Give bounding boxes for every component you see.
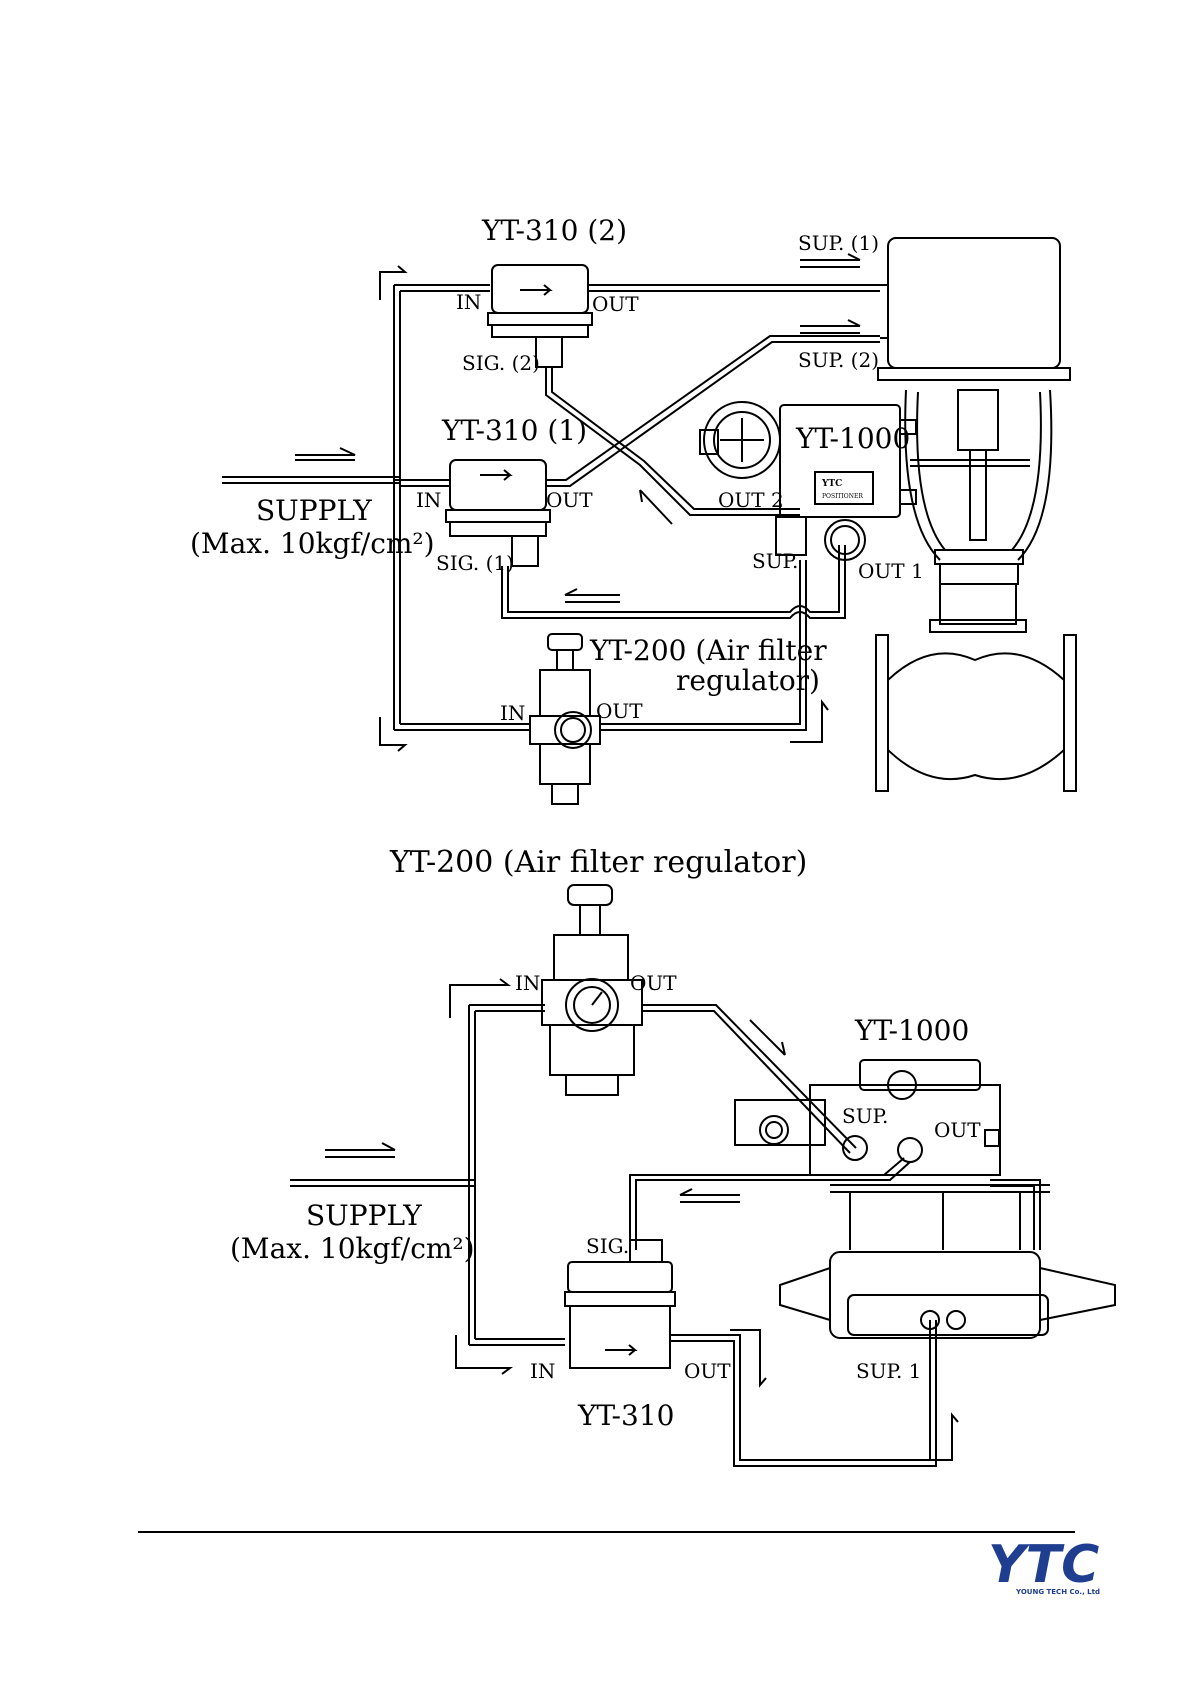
flow-arrow-2-sup1-end	[918, 1412, 959, 1461]
flow-arrow-2-sup1	[730, 1329, 767, 1388]
supply-pipe	[222, 447, 400, 484]
yt1000-sup-label-2: SUP.	[842, 1104, 888, 1128]
actuator	[877, 237, 1071, 585]
diagram-1-split-range	[222, 237, 1077, 805]
flow-arrow-top-left	[379, 265, 408, 300]
yt1000-positioner-2	[734, 1059, 1001, 1176]
yt310-1-sig-label: SIG. (1)	[436, 551, 514, 575]
pipe-sup1-2	[670, 1320, 937, 1467]
yt1000-positioner	[699, 401, 917, 561]
pipe-sup1	[588, 284, 880, 292]
yt200-title-2: YT-200 (Air filter regulator)	[389, 845, 807, 880]
sup1-label-2: SUP. 1	[856, 1359, 921, 1383]
yt310-out-label-2: OUT	[684, 1359, 731, 1383]
yt310-1-in-label: IN	[416, 488, 441, 512]
pipe-sig2	[545, 367, 800, 516]
flow-arrow-sig2	[639, 489, 673, 525]
logo-text: YTC	[988, 1535, 1099, 1595]
yt200-regulator-2	[541, 884, 643, 1096]
yt310-in-label-2: IN	[530, 1359, 555, 1383]
flow-arrow-2-bottom-left	[455, 1335, 513, 1375]
pipe-yt1000-out-2	[629, 1157, 911, 1250]
sup1-label: SUP. (1)	[798, 231, 879, 255]
control-valve-body	[875, 583, 1077, 792]
diagram-2-rotary	[290, 884, 1116, 1467]
manifold-pipe	[393, 284, 530, 731]
yt1000-title: YT-1000	[795, 422, 910, 455]
yt1000-sup-label: SUP.	[752, 549, 798, 573]
pipe-yt1000-sup	[600, 560, 807, 731]
yt200-out-label: OUT	[596, 699, 643, 723]
yt200-label-line2: regulator)	[676, 664, 820, 697]
yt1000-out1-label: OUT 1	[858, 559, 924, 583]
yt1000-badge-sub: POSITIONER	[822, 493, 863, 500]
yt310-2-in-label: IN	[456, 290, 481, 314]
flow-arrow-sig1	[564, 588, 620, 596]
yt310-1-title: YT-310 (1)	[441, 414, 587, 447]
diagram-2-labels: YT-200 (Air filter regulator) IN OUT YT-…	[230, 845, 981, 1432]
flow-arrow-2-yt200-out	[749, 1019, 786, 1056]
yt310-1-body	[445, 459, 551, 567]
yt200-out-label-2: OUT	[630, 971, 677, 995]
yt200-in-label: IN	[500, 701, 525, 725]
supply-label-2: SUPPLY	[306, 1199, 422, 1232]
flow-arrow-sup2	[800, 319, 861, 327]
flow-arrow-sup1	[800, 253, 861, 261]
yt310-title-2: YT-310	[577, 1399, 674, 1432]
sup2-label: SUP. (2)	[798, 348, 879, 372]
supply-pipe-2	[290, 1142, 475, 1187]
pipe-yt200-out-2	[642, 1004, 857, 1154]
yt310-2-sig-label: SIG. (2)	[462, 351, 540, 375]
yt1000-badge: YTC	[821, 479, 842, 489]
diagram-1-labels: YT-310 (2) IN OUT SIG. (2) SUP. (1) SUP.…	[190, 214, 924, 725]
yt310-2-title: YT-310 (2)	[481, 214, 627, 247]
yt200-regulator-1	[529, 633, 601, 805]
yt1000-out-label-2: OUT	[934, 1118, 981, 1142]
mounting-bracket	[830, 1184, 1050, 1250]
yt1000-title-2: YT-1000	[854, 1014, 969, 1047]
flow-arrow-bottom-right	[790, 699, 829, 743]
yt310-sig-label-2: SIG.	[586, 1234, 629, 1258]
supply-max-label: (Max. 10kgf/cm²)	[190, 527, 435, 560]
pipe-sup2	[546, 335, 880, 487]
yt310-positioner-2	[564, 1239, 676, 1369]
supply-label: SUPPLY	[256, 494, 372, 527]
flow-arrow-2-top-left	[449, 978, 511, 1018]
manifold-pipe-2	[468, 1004, 565, 1346]
yt200-in-label-2: IN	[515, 971, 540, 995]
pipe-right	[990, 1179, 1041, 1250]
yt310-2-out-label: OUT	[592, 292, 639, 316]
yt310-1-out-label: OUT	[546, 488, 593, 512]
flow-arrow-2-out	[679, 1188, 740, 1196]
flow-arrow-bottom-left	[379, 717, 408, 752]
yt1000-out2-label: OUT 2	[718, 488, 784, 512]
supply-max-label-2: (Max. 10kgf/cm²)	[230, 1232, 475, 1265]
rotary-actuator	[779, 1251, 1116, 1339]
yt200-label-line1: YT-200 (Air filter	[589, 634, 827, 667]
ytc-logo: YTC YOUNG TECH Co., Ltd	[988, 1535, 1100, 1596]
yt310-2-body	[487, 264, 593, 368]
logo-subtitle: YOUNG TECH Co., Ltd	[1015, 1588, 1100, 1596]
